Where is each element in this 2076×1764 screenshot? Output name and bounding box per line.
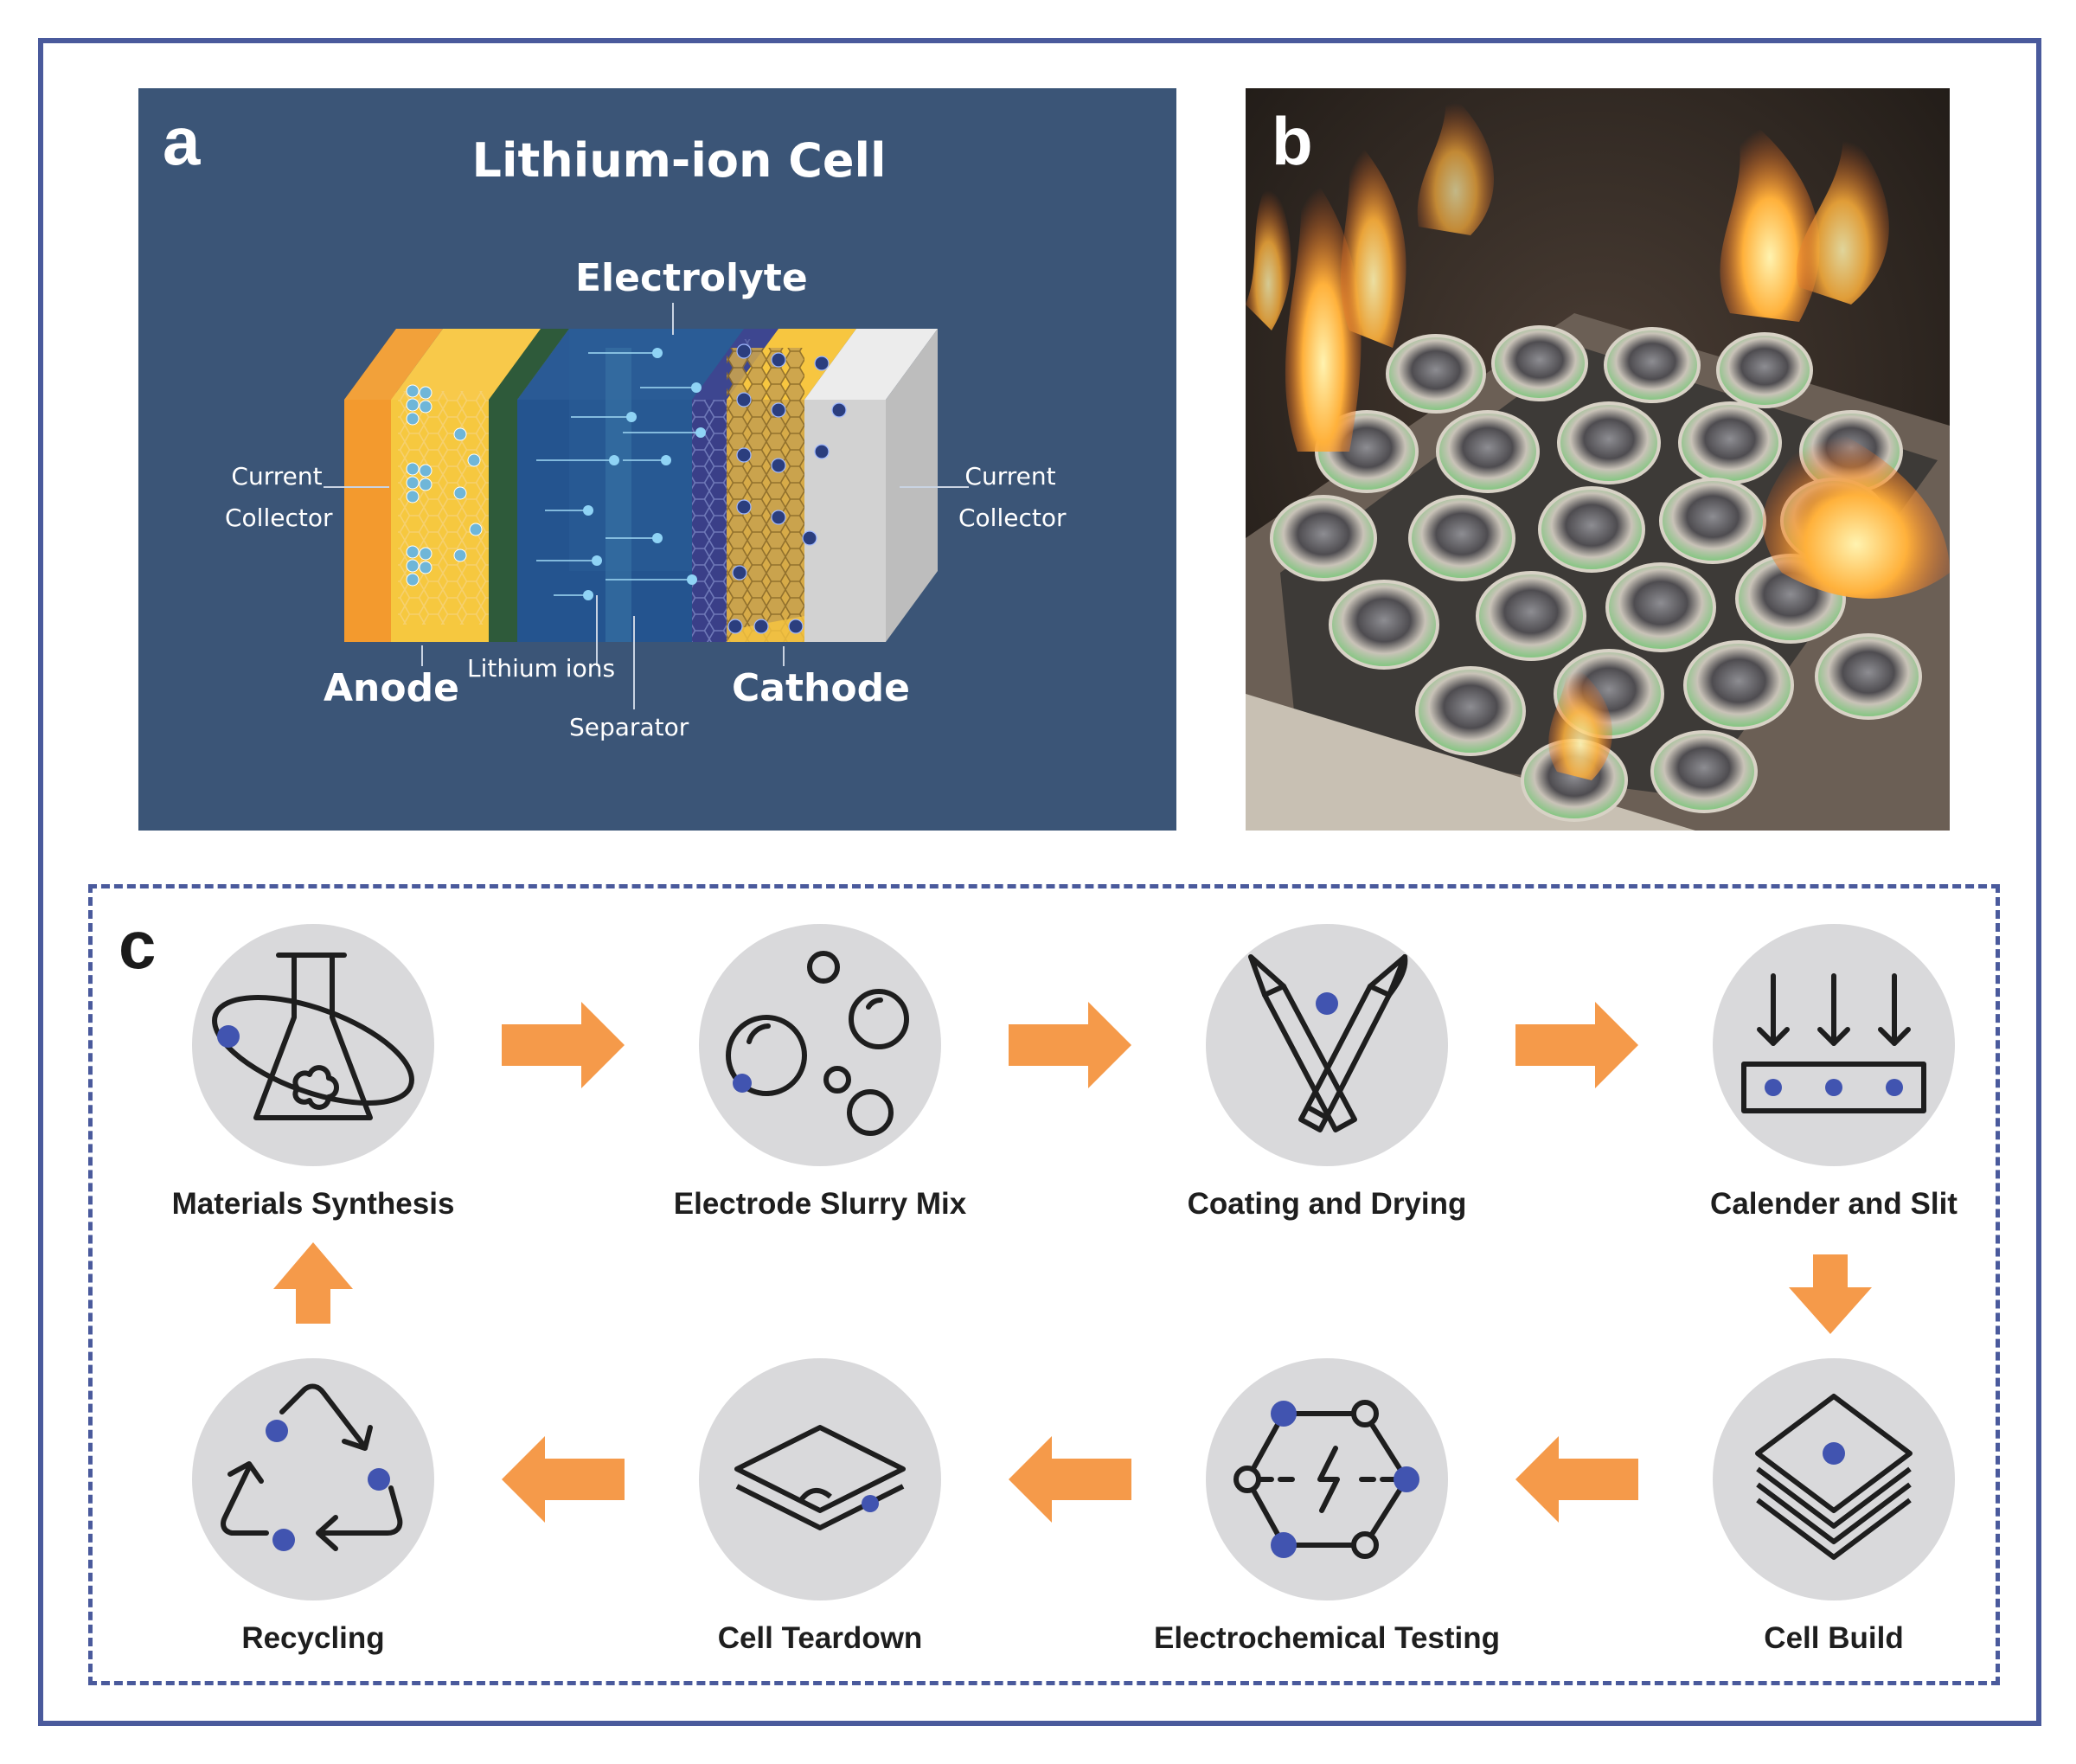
step-label: Recycling (241, 1621, 385, 1655)
burning-battery-pack-image (1246, 88, 1950, 831)
arrow-down (1789, 1254, 1872, 1334)
cell-grid (1270, 325, 1922, 822)
panel-a-letter: a (163, 103, 201, 179)
stack-icon (1755, 1394, 1913, 1560)
bubbles-icon (726, 951, 909, 1136)
step-label: Electrochemical Testing (1153, 1621, 1501, 1655)
step-label: Materials Synthesis (171, 1187, 455, 1221)
panel-c-battery-lifecycle: c (88, 884, 2000, 1685)
arrow-right-3 (1515, 1002, 1638, 1088)
separator-layer (606, 348, 631, 642)
current-collector-left-label: Current Collector (225, 462, 333, 532)
current-collector-right-label: Current Collector (958, 462, 1067, 532)
anode-current-collector (344, 400, 391, 642)
separator-label: Separator (569, 713, 689, 741)
figure-frame (38, 38, 2041, 1726)
cathode-current-collector (804, 400, 886, 642)
arrow-right-2 (1009, 1002, 1131, 1088)
arrow-up (273, 1242, 353, 1324)
anode-label: Anode (324, 666, 459, 710)
press-icon (1741, 973, 1926, 1113)
cell-diagram (324, 303, 969, 709)
arrow-left-3 (502, 1436, 625, 1523)
panel-c-letter: c (119, 907, 157, 983)
recycle-icon (221, 1383, 403, 1551)
lithium-ions-label: Lithium ions (467, 654, 616, 683)
arrow-left-2 (1009, 1436, 1131, 1523)
panel-b-battery-fire-photo: b (1246, 88, 1950, 831)
panel-b-letter: b (1272, 103, 1313, 179)
panel-a-lithium-ion-cell: a Lithium-ion Cell (138, 88, 1176, 831)
arrow-left-1 (1515, 1436, 1638, 1523)
electrolyte-label: Electrolyte (575, 256, 808, 300)
panel-a-title: Lithium-ion Cell (471, 133, 887, 188)
step-label: Electrode Slurry Mix (673, 1187, 967, 1221)
brushes-icon (1248, 954, 1408, 1132)
step-label: Cell Teardown (717, 1621, 923, 1655)
hexagon-bolt-icon (1233, 1400, 1419, 1559)
arrow-right-1 (502, 1002, 625, 1088)
flames (1246, 88, 1950, 780)
step-label: Coating and Drying (1187, 1187, 1467, 1221)
flask-icon (212, 953, 414, 1120)
cathode-label: Cathode (732, 666, 910, 710)
layers-peel-icon (734, 1425, 906, 1530)
step-label: Cell Build (1764, 1621, 1904, 1655)
step-label: Calender and Slit (1710, 1187, 1957, 1221)
